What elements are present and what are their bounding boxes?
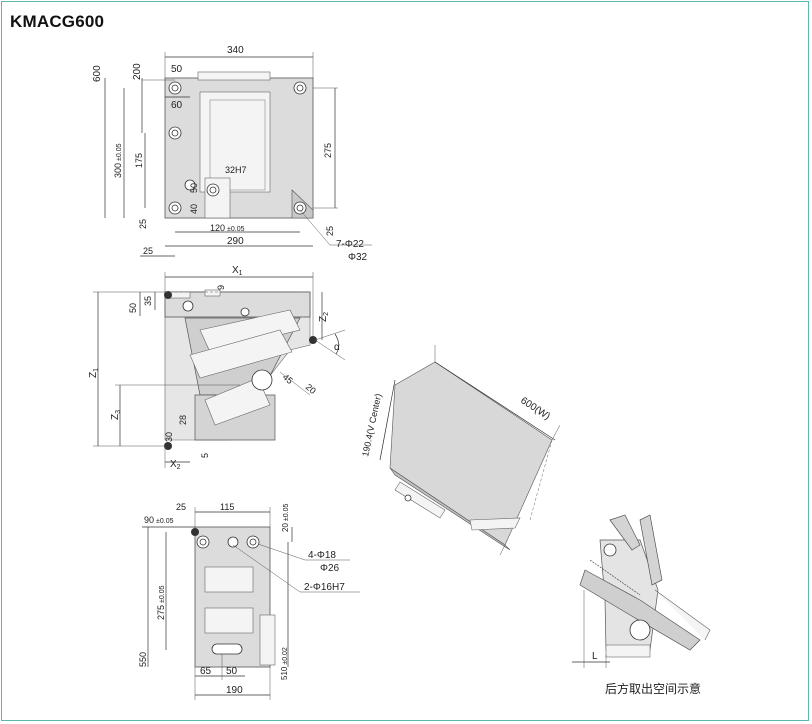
dim-20-bottom: 20±0.05 <box>281 504 290 532</box>
dim-50b: 50 <box>189 183 199 193</box>
dim-x2: X2 <box>170 459 181 471</box>
dim-65: 65 <box>200 666 212 677</box>
dim-275: 275 <box>323 143 333 158</box>
dim-25b: 25 <box>138 219 148 229</box>
dim-340: 340 <box>227 45 244 56</box>
dim-50s: 50 <box>128 303 138 313</box>
dim-550: 550 <box>138 652 148 667</box>
dim-25a: 25 <box>325 226 335 236</box>
dim-510: 510±0.02 <box>280 647 289 680</box>
dim-35: 35 <box>143 296 153 306</box>
dim-l: L <box>592 651 598 662</box>
dim-5: 5 <box>200 453 210 458</box>
dim-9: 9 <box>216 285 226 290</box>
dim-300: 300±0.05 <box>113 143 123 178</box>
dim-120: 120±0.05 <box>210 223 245 233</box>
holes-7-phi22: 7-Φ22 <box>336 239 364 250</box>
holes-4-phi18: 4-Φ18 <box>308 550 336 561</box>
dim-z1: Z1 <box>88 368 100 378</box>
dim-200: 200 <box>132 63 143 80</box>
dim-115: 115 <box>220 502 234 512</box>
bottom-window-2 <box>204 607 254 634</box>
dim-20s: 20 <box>304 382 318 396</box>
dim-28: 28 <box>178 415 188 425</box>
dim-32h7: 32H7 <box>225 165 247 175</box>
extraction-view: L <box>572 514 711 668</box>
dim-25-bottom: 25 <box>176 502 186 512</box>
top-view: 340 600 200 50 60 300±0.05 175 32H7 50 4… <box>92 45 372 263</box>
dim-190: 190 <box>226 685 243 696</box>
iso-view: 600(W) 190.4(V Center) <box>360 345 561 556</box>
drawing-title: KMACG600 <box>10 12 105 31</box>
holes-2-phi16h7: 2-Φ16H7 <box>304 582 345 593</box>
dim-z2: Z2 <box>318 312 330 322</box>
holes-phi26: Φ26 <box>320 563 340 574</box>
dim-90: 90±0.05 <box>144 515 174 525</box>
alpha-angle: α <box>334 342 340 353</box>
holes-phi32: Φ32 <box>348 252 368 263</box>
dim-30: 30 <box>164 432 174 442</box>
iso-vcenter: 190.4(V Center) <box>360 393 383 458</box>
dim-275-bottom: 275±0.05 <box>156 585 166 620</box>
dim-z3: Z3 <box>110 410 122 420</box>
dim-25c: 25 <box>143 246 153 256</box>
dim-50: 50 <box>171 64 183 75</box>
extraction-caption: 后方取出空间示意 <box>605 682 702 696</box>
dim-175: 175 <box>134 153 144 168</box>
side-view: X1 9 Z1 Z3 50 35 Z2 α 45 20 28 30 5 X2 <box>88 265 346 471</box>
dim-60: 60 <box>171 100 183 111</box>
bottom-view: 25 115 90±0.05 20±0.05 275±0.05 550 510±… <box>138 502 360 700</box>
dim-290: 290 <box>227 236 244 247</box>
dim-40: 40 <box>189 204 199 214</box>
top-view-window <box>199 91 271 193</box>
dim-600: 600 <box>92 65 103 82</box>
bottom-window-1 <box>204 566 254 593</box>
top-view-holes <box>168 81 307 215</box>
dim-x1: X1 <box>232 265 243 277</box>
iso-width: 600(W) <box>518 395 551 422</box>
dim-50-bottom: 50 <box>226 666 238 677</box>
